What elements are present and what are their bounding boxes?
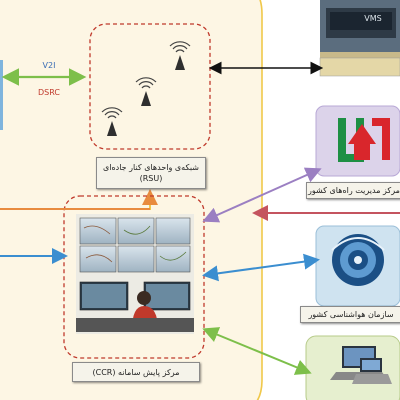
laptop-icon	[330, 346, 392, 384]
meteorology-label-text: سازمان هواشناسی کشور	[308, 310, 394, 319]
dsrc-label: DSRC	[38, 88, 60, 97]
road-management-label-text: مرکز مدیریت راه‌های کشور	[308, 186, 400, 195]
rsu-network-label-line2: (RSU)	[139, 174, 163, 183]
antenna-icon-bottom	[101, 107, 123, 136]
control-center-label: مرکز پایش سامانه (CCR)	[72, 362, 200, 382]
road-management-label: مرکز مدیریت راه‌های کشور	[306, 182, 400, 199]
system-zone	[0, 0, 263, 400]
meteorology-logo	[331, 234, 385, 286]
rsu-network-label-line1: شبکه‌ی واحدهای کنار جاده‌ای	[103, 163, 200, 172]
v2i-label: V2I	[42, 61, 56, 70]
road-ccr-purple-arrow	[202, 167, 322, 223]
antenna-icon-top	[169, 41, 191, 70]
control-center-label-text: مرکز پایش سامانه (CCR)	[92, 367, 180, 377]
computer-ccr-arrow	[202, 327, 312, 375]
road-management-logo	[338, 118, 390, 162]
rsu-network-label: شبکه‌ی واحدهای کنار جاده‌ای (RSU)	[96, 157, 206, 189]
rsu-network-frame	[89, 23, 211, 150]
left-edge-marker	[0, 60, 3, 130]
vms-panel	[319, 0, 400, 77]
meteorology-ccr-arrow	[202, 253, 320, 282]
antenna-icon-middle	[135, 77, 157, 106]
control-room-image	[76, 214, 194, 334]
meteorology-label: سازمان هواشناسی کشور	[300, 306, 400, 323]
vms-text: VMS	[364, 14, 382, 23]
